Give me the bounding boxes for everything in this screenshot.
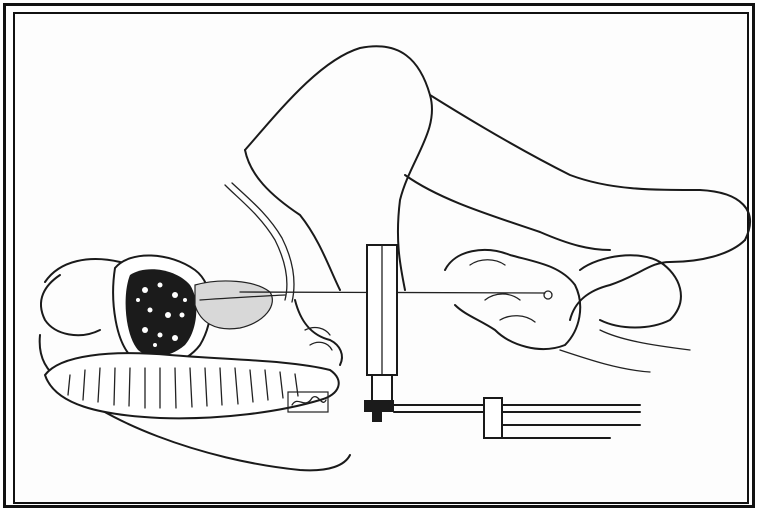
syringe-plunger [544,291,552,299]
raised-thigh [245,46,432,290]
right-knee [580,255,681,327]
right-lines [560,330,690,372]
hand-fingers [470,260,535,322]
lower-leg-top [430,95,750,240]
operator-hand [445,250,580,349]
stepper-body [372,375,392,403]
buttock-curve [41,275,100,335]
foot [570,240,745,320]
perineum [295,300,342,365]
probe-holder [484,398,502,438]
lower-leg-bottom [405,175,610,250]
stepper-knob [372,412,382,422]
rectum-outline [45,353,339,418]
prostate [195,281,272,329]
stepper-clamp [364,400,394,412]
bladder-contents [126,269,197,356]
